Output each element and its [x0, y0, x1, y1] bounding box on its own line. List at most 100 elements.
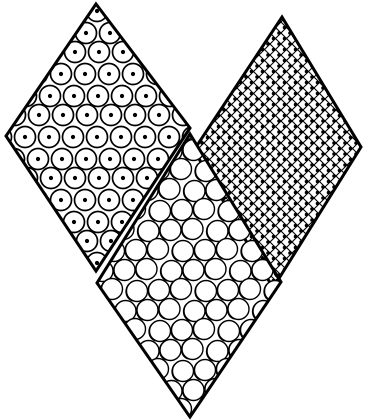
lattice-dot	[288, 108, 292, 112]
lattice-dot	[354, 218, 358, 222]
ring-circle	[0, 272, 1, 293]
lattice-dot	[327, 147, 331, 151]
lattice-dot	[310, 185, 314, 189]
lattice-dot	[184, 15, 188, 19]
lattice-dot	[277, 251, 281, 255]
lattice-dot	[349, 235, 353, 239]
lattice-dot	[255, 75, 259, 79]
lattice-dot	[244, 174, 248, 178]
lattice-dot	[277, 53, 281, 57]
lattice-dot	[222, 64, 226, 68]
sphere-shadow	[147, 401, 157, 420]
ring-circle	[0, 231, 2, 252]
sphere-outline	[137, 300, 158, 321]
lattice-dot	[294, 202, 298, 206]
lattice-dot	[332, 141, 336, 145]
sphere-outline	[173, 241, 194, 262]
center-dot	[83, 72, 87, 76]
lattice-dot	[266, 141, 270, 145]
lattice-dot	[365, 229, 369, 233]
lattice-dot	[189, 119, 193, 123]
lattice-dot	[255, 218, 259, 222]
lattice-dot	[305, 191, 309, 195]
center-dot	[12, 283, 16, 287]
lattice-dot	[244, 20, 248, 24]
lattice-dot	[184, 81, 188, 85]
lattice-dot	[294, 158, 298, 162]
sphere-shadow	[263, 402, 273, 420]
center-dot	[24, 220, 28, 224]
center-dot	[143, 9, 147, 13]
lattice-dot	[299, 163, 303, 167]
lattice-dot	[200, 0, 204, 2]
lattice-dot	[321, 0, 325, 2]
lattice-dot	[338, 268, 342, 272]
lattice-dot	[288, 229, 292, 233]
lattice-dot	[299, 262, 303, 266]
center-dot	[84, 157, 88, 161]
lattice-dot	[305, 268, 309, 272]
lattice-dot	[266, 163, 270, 167]
lattice-dot	[222, 0, 226, 2]
lattice-dot	[184, 26, 188, 30]
sphere-outline	[136, 379, 157, 400]
center-dot	[85, 239, 89, 243]
lattice-dot	[272, 103, 276, 107]
lattice-dot	[261, 136, 265, 140]
lattice-dot	[283, 70, 287, 74]
lattice-dot	[332, 53, 336, 57]
lattice-dot	[338, 224, 342, 228]
sphere-shadow	[169, 400, 179, 420]
center-dot	[95, 135, 99, 139]
lattice-dot	[321, 97, 325, 101]
lattice-dot	[277, 163, 281, 167]
center-dot	[144, 94, 148, 98]
ring-circle	[39, 253, 60, 274]
lattice-dot	[332, 218, 336, 222]
lattice-dot	[299, 64, 303, 68]
lattice-dot	[327, 180, 331, 184]
lattice-dot	[244, 185, 248, 189]
lattice-dot	[316, 59, 320, 63]
lattice-dot	[354, 75, 358, 79]
lattice-dot	[321, 108, 325, 112]
lattice-dot	[277, 240, 281, 244]
lattice-dot	[360, 48, 364, 52]
lattice-dot	[360, 246, 364, 250]
lattice-dot	[327, 213, 331, 217]
lattice-dot	[222, 86, 226, 90]
lattice-dot	[277, 31, 281, 35]
lattice-dot	[200, 20, 204, 24]
center-dot	[204, 31, 208, 35]
lattice-dot	[332, 273, 336, 277]
lattice-dot	[239, 4, 243, 8]
sphere-outline	[230, 381, 251, 402]
lattice-dot	[239, 92, 243, 96]
lattice-dot	[327, 268, 331, 272]
lattice-dot	[327, 15, 331, 19]
lattice-dot	[228, 4, 232, 8]
lattice-dot	[283, 169, 287, 173]
lattice-dot	[228, 169, 232, 173]
lattice-dot	[349, 246, 353, 250]
lattice-dot	[310, 196, 314, 200]
lattice-dot	[343, 163, 347, 167]
center-dot	[107, 198, 111, 202]
lattice-dot	[343, 42, 347, 46]
lattice-dot	[222, 75, 226, 79]
lattice-dot	[327, 246, 331, 250]
lattice-dot	[365, 295, 369, 299]
lattice-dot	[189, 42, 193, 46]
lattice-dot	[321, 9, 325, 13]
lattice-dot	[266, 251, 270, 255]
lattice-dot	[343, 207, 347, 211]
lattice-dot	[244, 0, 248, 2]
sphere-outline	[240, 279, 261, 300]
ring-circle	[52, 23, 73, 44]
lattice-dot	[327, 59, 331, 63]
lattice-dot	[327, 114, 331, 118]
lattice-dot	[200, 42, 204, 46]
lattice-dot	[321, 152, 325, 156]
lattice-dot	[261, 59, 265, 63]
